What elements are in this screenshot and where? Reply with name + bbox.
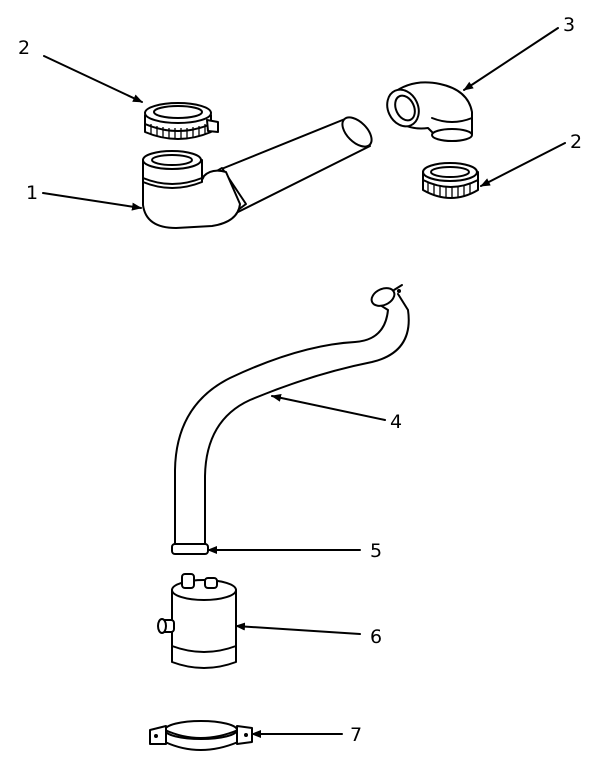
drain-elbow-pipe [142, 116, 373, 229]
callout-2-right: 2 [570, 131, 582, 153]
pump-body [157, 573, 237, 669]
callout-labels: 2 1 3 2 4 5 6 7 [18, 14, 582, 746]
callout-4: 4 [390, 411, 402, 433]
elbow-fitting [386, 81, 473, 142]
mounting-strap [149, 720, 253, 751]
drain-hose [174, 284, 410, 549]
callout-1: 1 [26, 182, 38, 204]
leader-c2a [43, 55, 143, 103]
hose-clamp-right [422, 162, 479, 199]
callout-6: 6 [370, 626, 382, 648]
leader-c3 [463, 27, 559, 91]
hose-end-clamp [171, 543, 209, 555]
callout-2-top-left: 2 [18, 37, 30, 59]
leader-c6 [235, 622, 361, 635]
callout-3: 3 [563, 14, 575, 36]
leader-c2b [480, 142, 566, 187]
callout-5: 5 [370, 540, 382, 562]
leader-c4 [271, 393, 386, 421]
leader-lines [42, 27, 566, 738]
callout-7: 7 [350, 724, 362, 746]
hose-clamp-top-left [144, 102, 219, 140]
leader-c1 [42, 192, 142, 211]
